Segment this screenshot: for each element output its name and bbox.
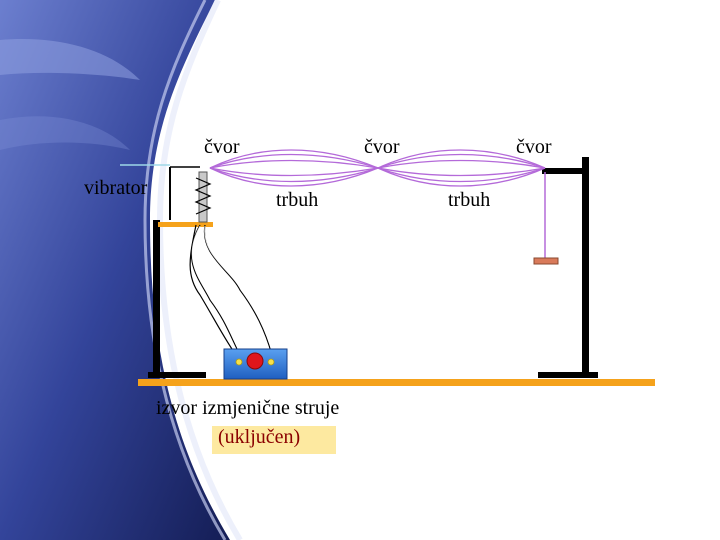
wires [189,224,273,359]
floor-bar [138,379,655,386]
wire-highlights [191,225,274,356]
slide-background [0,0,243,540]
left-stand [148,220,213,378]
ac-source [223,348,288,380]
source-label: izvor izmjenične struje [156,397,340,419]
status-label: (uključen) [218,426,301,448]
status-box: (uključen) [212,426,336,454]
node-label-middle: čvor [364,136,400,158]
antinode-label-left: trbuh [276,189,319,211]
right-stand [533,157,598,378]
antinode-label-right: trbuh [448,189,491,211]
node-label-left: čvor [204,136,240,158]
standing-wave [209,149,546,187]
vibrator-device [120,164,212,223]
vibrator-label: vibrator [84,177,148,199]
node-label-right: čvor [516,136,552,158]
